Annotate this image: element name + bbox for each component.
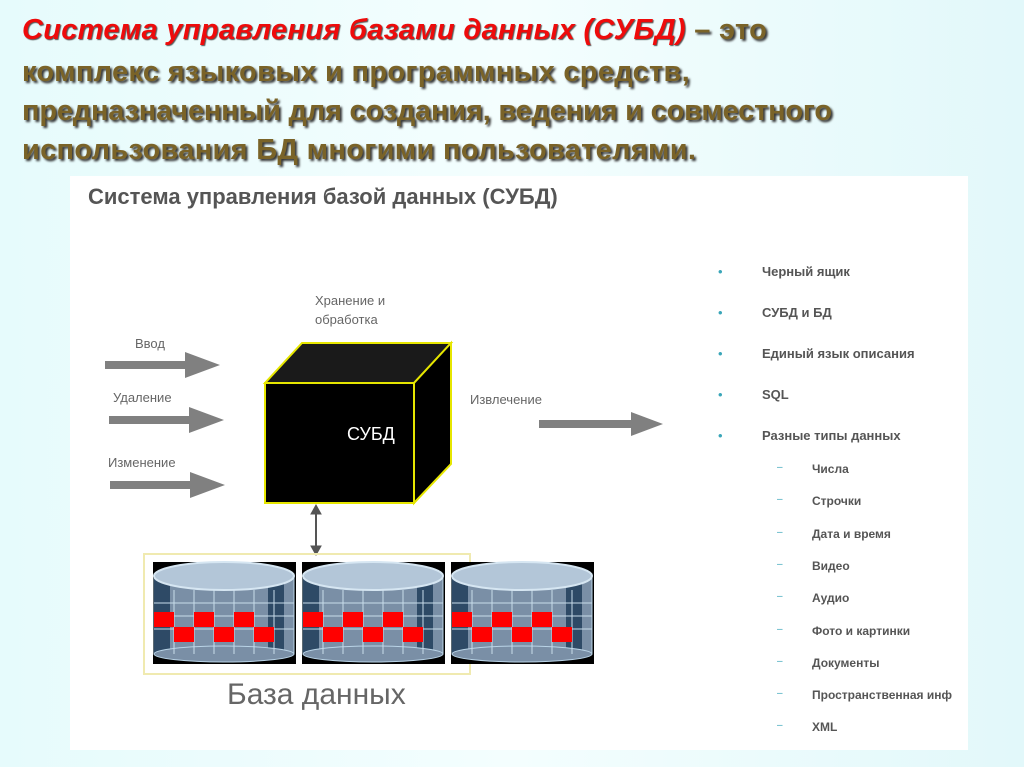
label-udalenie: Удаление: [113, 390, 172, 405]
red-cell: [174, 627, 194, 642]
list-subitem: Документы: [812, 655, 880, 670]
dash-icon: –: [777, 558, 783, 570]
list-subitem: Строчки: [812, 494, 862, 509]
red-cell: [254, 627, 274, 642]
arrow-izvlechenie: [539, 412, 663, 436]
red-cell: [154, 612, 174, 627]
heading-line-2: комплекс языковых и программных средств,: [22, 56, 690, 88]
label-storage-2: обработка: [315, 312, 378, 327]
dash-icon: –: [777, 526, 783, 538]
heading-line-4: использования БД многими пользователями.: [22, 134, 697, 166]
database-cylinder: [451, 561, 594, 664]
database-cylinder: [153, 561, 296, 664]
input-arrows: [105, 352, 663, 498]
red-cell: [532, 612, 552, 627]
bullet-icon: •: [718, 305, 723, 320]
list-item: СУБД и БД: [762, 305, 832, 320]
list-subitem: Пространственная инф: [812, 688, 953, 703]
arrow-vvod: [105, 352, 220, 378]
label-izmenenie: Изменение: [108, 455, 176, 470]
dash-icon: –: [777, 688, 783, 700]
bullet-icon: •: [718, 346, 723, 361]
dash-icon: –: [777, 591, 783, 603]
label-izvlechenie: Извлечение: [470, 392, 542, 407]
double-arrow: [310, 503, 322, 557]
dash-icon: –: [777, 494, 783, 506]
arrow-udalenie: [109, 407, 224, 433]
red-cell: [214, 627, 234, 642]
list-subitem: Видео: [812, 558, 850, 573]
list-subitem: XML: [812, 720, 838, 735]
dash-icon: –: [777, 462, 783, 473]
red-cell: [383, 612, 403, 627]
heading-rest: – это: [685, 14, 768, 46]
list-subitem: Дата и время: [812, 526, 891, 541]
dash-icon: –: [777, 720, 783, 732]
red-cell: [303, 612, 323, 627]
red-cell: [343, 612, 363, 627]
red-cell: [472, 627, 492, 642]
arrow-izmenenie: [110, 472, 225, 498]
red-cell: [452, 612, 472, 627]
bullet-icon: •: [718, 387, 723, 402]
label-vvod: Ввод: [135, 336, 165, 351]
heading-term: Система управления базами данных (СУБД): [22, 14, 686, 46]
heading-line-1: Система управления базами данных (СУБД) …: [22, 14, 767, 47]
dbms-box: [262, 340, 454, 506]
list-item: Разные типы данных: [762, 428, 901, 443]
red-cell: [403, 627, 423, 642]
dbms-label: СУБД: [347, 424, 395, 444]
list-item: Черный ящик: [762, 264, 850, 279]
list-subitem: Числа: [812, 462, 849, 476]
list-subitem: Фото и картинки: [812, 623, 911, 638]
bullet-icon: •: [718, 428, 723, 443]
list-item: Единый язык описания: [762, 346, 915, 361]
red-cell: [234, 612, 254, 627]
dash-icon: –: [777, 623, 783, 635]
bullet-icon: •: [718, 264, 723, 279]
database-cylinder: [302, 561, 445, 664]
dash-icon: –: [777, 655, 783, 667]
diagram-title: Система управления базой данных (СУБД): [88, 184, 558, 209]
red-cell: [323, 627, 343, 642]
red-cell: [512, 627, 532, 642]
list-subitem: Аудио: [812, 591, 850, 606]
list-item: SQL: [762, 387, 789, 402]
red-cell: [492, 612, 512, 627]
red-cell: [194, 612, 214, 627]
database-label: База данных: [227, 678, 406, 711]
red-cell: [552, 627, 572, 642]
red-cell: [363, 627, 383, 642]
label-storage-1: Хранение и: [315, 293, 386, 308]
heading-line-3: предназначенный для создания, ведения и …: [22, 95, 832, 127]
